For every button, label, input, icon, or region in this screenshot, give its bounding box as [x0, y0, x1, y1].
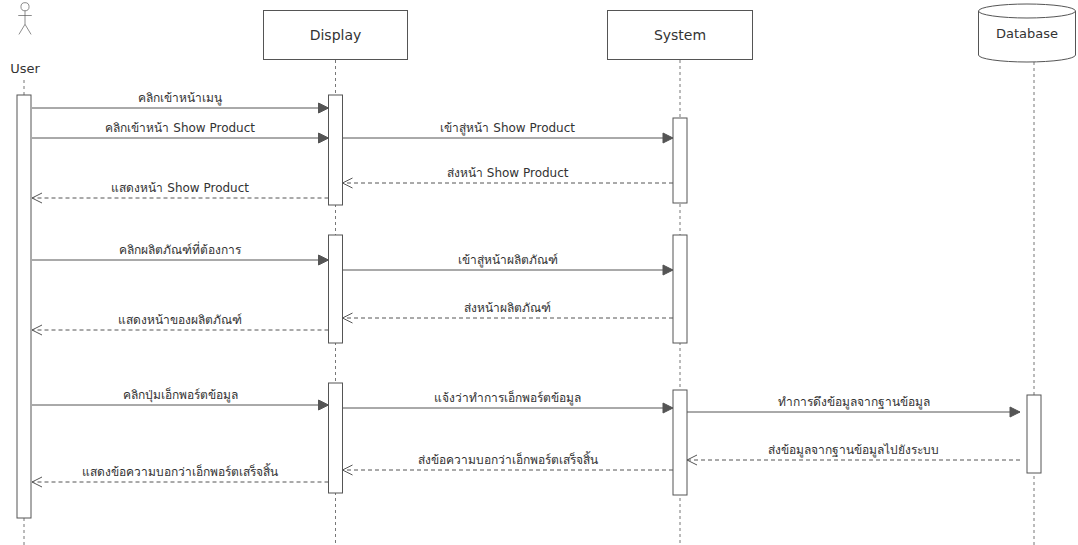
message-line: [32, 482, 329, 483]
message-label: ส่งข้อความบอกว่าเอ็กพอร์ตเสร็จสิ้น: [416, 453, 600, 467]
actor-icon: [2, 2, 48, 52]
arrow-head: [32, 193, 42, 203]
message-label: คลิกผลิตภัณฑ์ที่ต้องการ: [117, 243, 243, 257]
actor-head: [21, 3, 29, 11]
arrow-head: [663, 133, 673, 143]
message-line: [343, 270, 674, 271]
actor-leg: [25, 24, 31, 34]
participant-box: System: [607, 10, 753, 60]
participant-name: Database: [978, 26, 1076, 41]
arrow-head: [32, 477, 42, 487]
message-label: ส่งหน้า Show Product: [445, 166, 571, 180]
activation-bar: [17, 95, 31, 518]
message-line: [343, 408, 674, 409]
database-cylinder: Database: [978, 4, 1076, 62]
actor-leg: [19, 24, 25, 34]
message-label: คลิกปุ่มเอ็กพอร์ตข้อมูล: [121, 388, 240, 402]
message-label: คลิกเข้าหน้า Show Product: [103, 121, 257, 135]
arrow-head: [343, 465, 353, 475]
activation-bar: [329, 235, 343, 343]
message-label: แสดงข้อความบอกว่าเอ็กพอร์ตเสร็จสิ้น: [80, 465, 280, 479]
arrow-head: [319, 133, 329, 143]
message-line: [32, 260, 329, 261]
actor-figure: User: [2, 2, 48, 76]
message-line: [343, 318, 674, 319]
stick-figure: [18, 3, 32, 35]
message-label: เข้าสู่หน้าผลิตภัณฑ์: [456, 253, 560, 267]
actor-body: [25, 11, 26, 25]
arrow-head: [663, 403, 673, 413]
activation-bar: [329, 383, 343, 493]
participant-name: User: [10, 61, 40, 76]
message-line: [32, 330, 329, 331]
message-line: [343, 470, 674, 471]
message-line: [687, 412, 1020, 413]
arrow-head: [687, 455, 697, 465]
activation-bar: [1027, 395, 1041, 473]
activation-bar: [329, 95, 343, 205]
message-layer: [32, 103, 1020, 487]
arrow-head: [1010, 407, 1020, 417]
message-label: ทำการดึงข้อมูลจากฐานข้อมูล: [776, 395, 932, 409]
arrow-head: [343, 313, 353, 323]
activation-bar: [673, 390, 687, 495]
participant-name: System: [654, 27, 706, 43]
activation-bar: [673, 118, 687, 203]
participant-name: Display: [310, 27, 362, 43]
message-line: [32, 198, 329, 199]
message-line: [687, 460, 1020, 461]
arrow-head: [32, 325, 42, 335]
arrow-head: [319, 400, 329, 410]
message-line: [32, 108, 329, 109]
participant-box: Display: [263, 10, 408, 60]
message-label: แสดงหน้าของผลิตภัณฑ์: [116, 313, 244, 327]
cylinder-body: [979, 4, 1076, 62]
arrow-head: [343, 178, 353, 188]
cylinder-rim: [979, 11, 1076, 18]
message-label: เข้าสู่หน้า Show Product: [438, 121, 577, 135]
message-line: [32, 138, 329, 139]
actor-arms: [18, 15, 32, 16]
message-label: ส่งหน้าผลิตภัณฑ์: [462, 301, 553, 315]
message-label: คลิกเข้าหน้าเมนู: [136, 91, 224, 105]
message-label: แจ้งว่าทำการเอ็กพอร์ตข้อมูล: [432, 391, 583, 405]
message-line: [32, 405, 329, 406]
arrow-head: [663, 265, 673, 275]
activation-bar: [673, 235, 687, 343]
arrow-head: [319, 255, 329, 265]
message-label: ส่งข้อมูลจากฐานข้อมูลไปยังระบบ: [766, 443, 941, 457]
message-line: [343, 183, 674, 184]
arrow-head: [319, 103, 329, 113]
message-label: แสดงหน้า Show Product: [109, 181, 251, 195]
message-line: [343, 138, 674, 139]
